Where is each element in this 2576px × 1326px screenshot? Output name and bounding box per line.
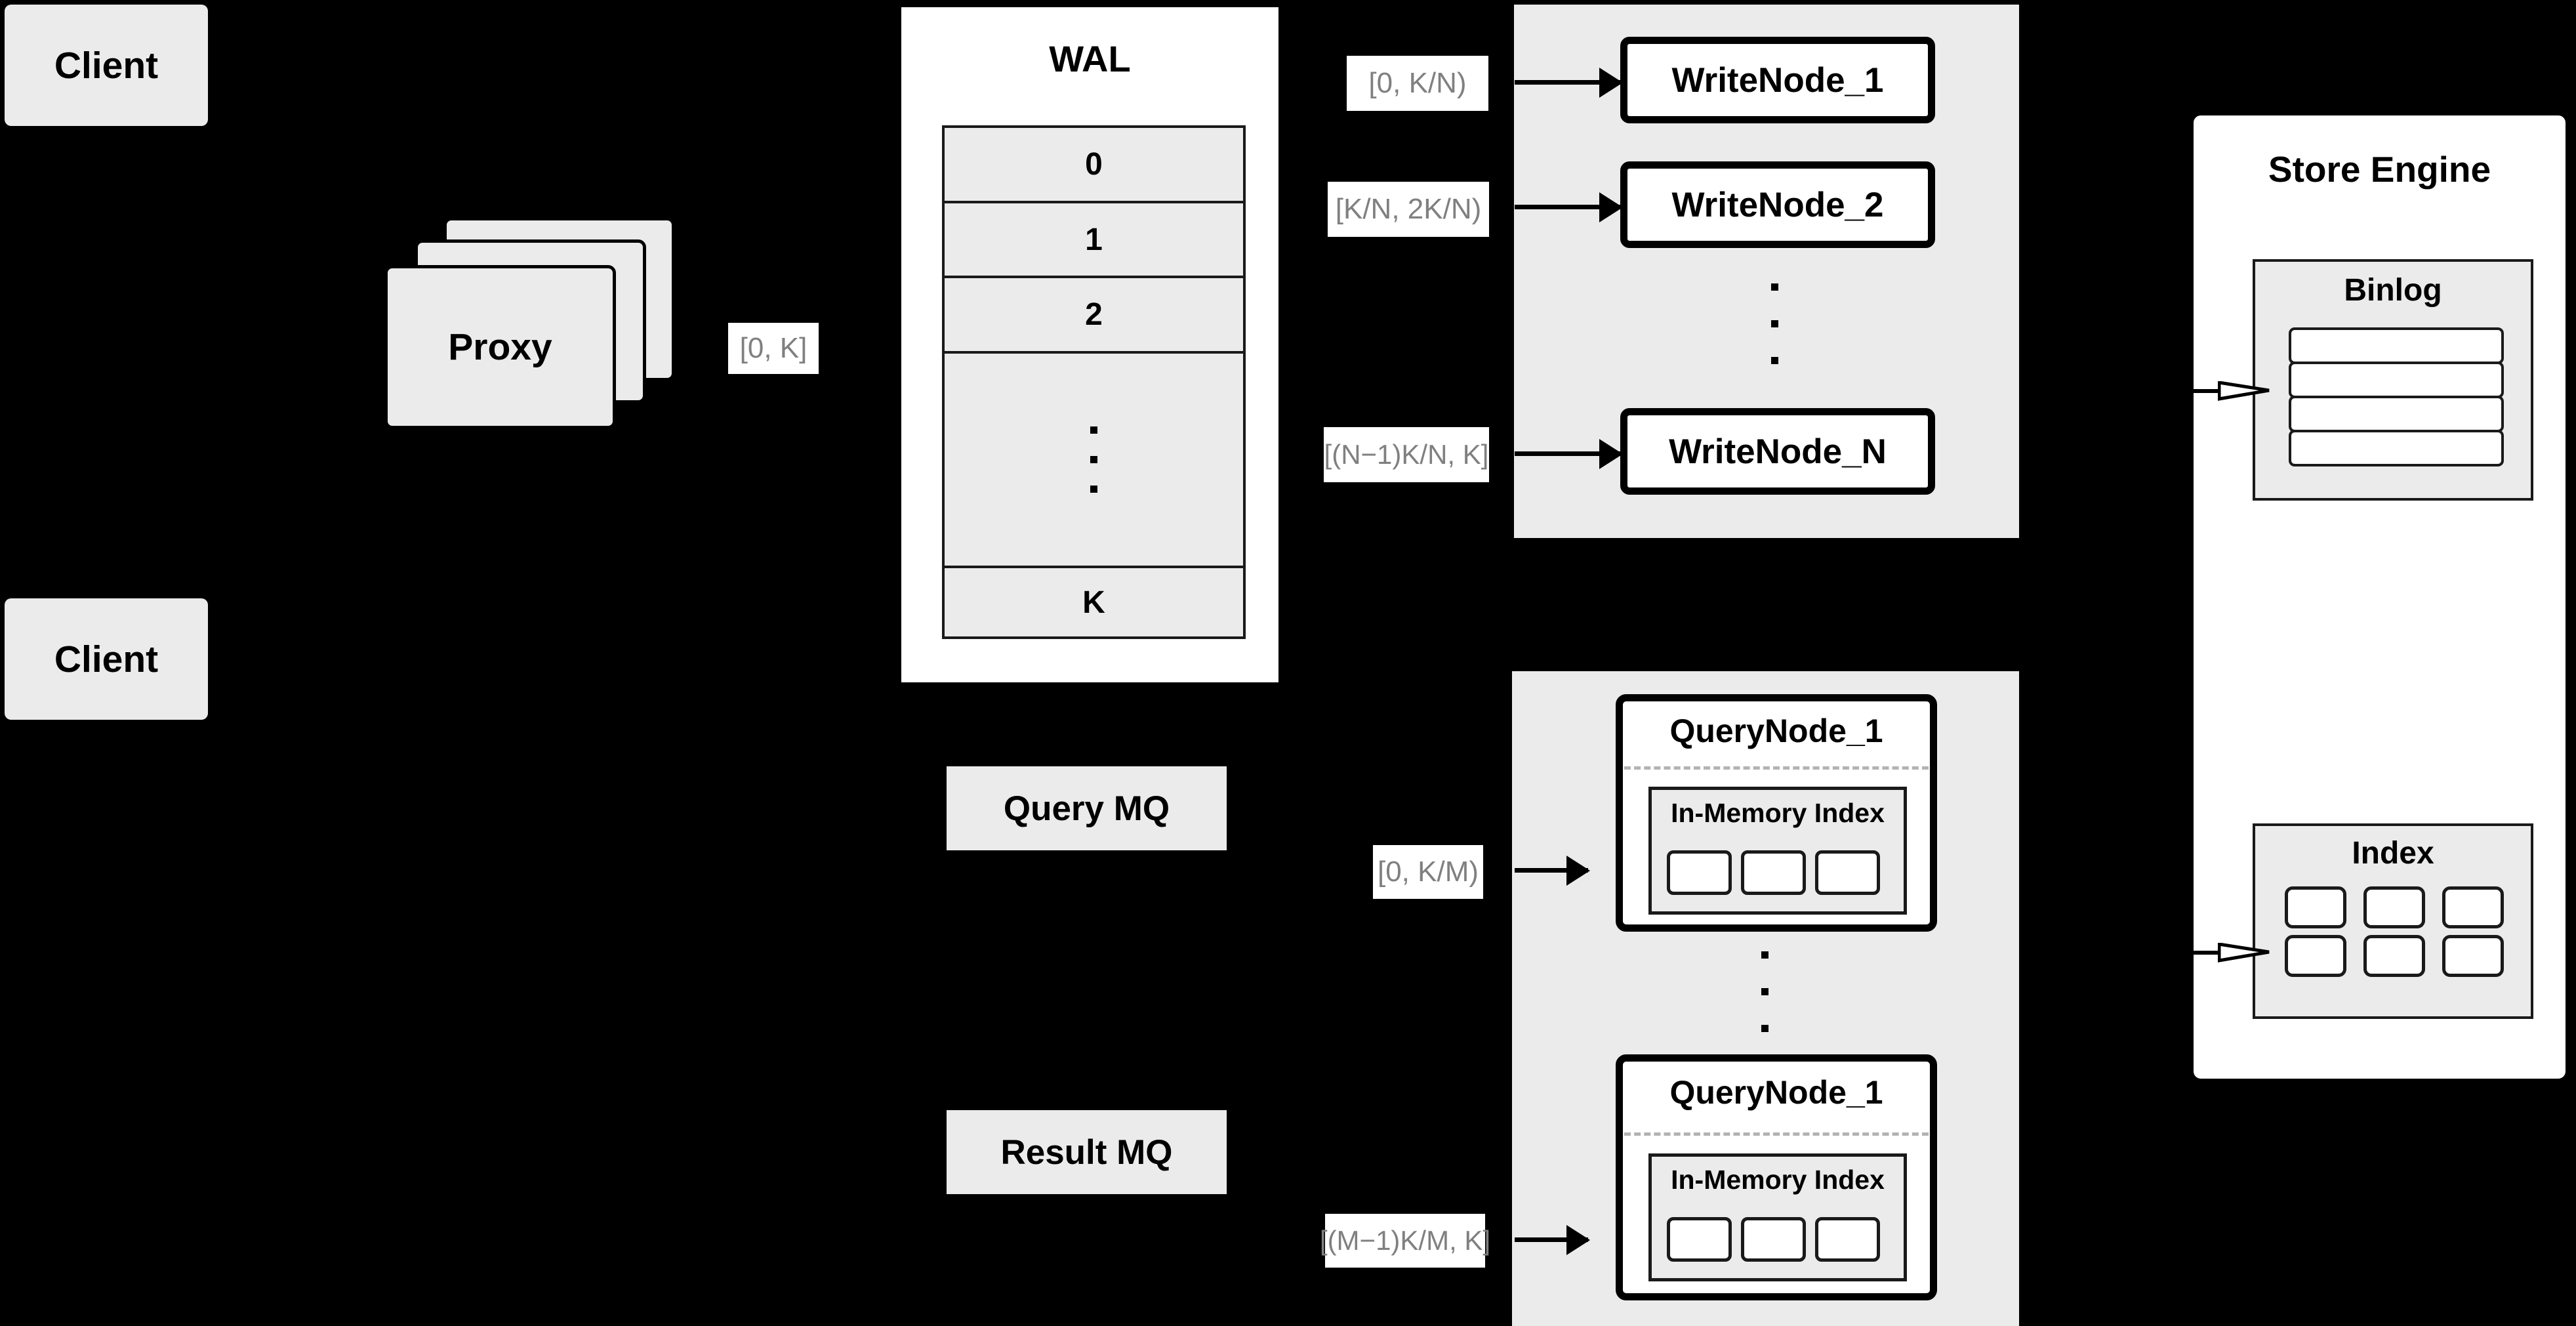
wal-row-k: K [945,568,1243,637]
wal-row-1: 1 [945,203,1243,279]
index-title: Index [2352,836,2434,871]
in-memory-index-title-1: In-Memory Index [1671,798,1885,828]
store-index-cell [2285,886,2346,928]
wal-row-value-1: 1 [1085,222,1103,257]
query-node-1-title: QueryNode_1 [1669,713,1883,749]
client-box-1[interactable]: Client [5,5,208,126]
store-engine-title: Store Engine [2268,149,2491,190]
store-index-cell [2285,935,2346,977]
index-cell [1667,1217,1732,1262]
arrow-line-write-2 [1515,205,1623,209]
ellipsis-dot [1090,426,1097,434]
wal-row-ellipsis [945,354,1243,569]
range-label-proxy-to-wal: [0, K] [728,323,819,374]
proxy-box[interactable]: Proxy [384,265,616,429]
range-label-query-node-1-text: [0, K/M) [1377,856,1479,888]
ellipsis-dot [1771,357,1778,364]
range-label-write-node-2-text: [K/N, 2K/N) [1335,193,1482,225]
arrow-head-write-n [1599,439,1623,469]
range-label-query-node-m: [(M−1)K/M, K] [1320,1214,1490,1268]
write-node-1[interactable]: WriteNode_1 [1620,37,1935,123]
wal-row-0: 0 [945,128,1243,203]
wal-row-value-k: K [1082,585,1105,620]
store-index-cell [2442,886,2504,928]
range-label-write-node-n: [(N−1)K/N, K] [1324,427,1489,482]
query-node-m[interactable]: QueryNode_1 In-Memory Index [1616,1054,1937,1300]
index-panel: Index [2253,823,2533,1019]
arrow-head-query-m [1566,1225,1590,1255]
result-mq-box[interactable]: Result MQ [947,1110,1227,1194]
arrow-head-write-2 [1599,192,1623,222]
range-label-write-node-n-text: [(N−1)K/N, K] [1324,439,1489,470]
ellipsis-dot [1771,320,1778,327]
wal-row-value-0: 0 [1085,146,1103,182]
write-group-ellipsis [1771,283,1778,364]
write-node-2[interactable]: WriteNode_2 [1620,161,1935,248]
open-arrow-head-icon [2218,943,2270,963]
query-node-1-separator [1624,766,1929,770]
client-box-2[interactable]: Client [5,598,208,720]
binlog-row [2289,362,2504,398]
ellipsis-dot [1090,456,1097,464]
store-index-cell [2442,935,2504,977]
query-node-1[interactable]: QueryNode_1 In-Memory Index [1616,694,1937,932]
ellipsis-dot [1771,283,1778,291]
ellipsis-dot [1761,988,1768,995]
wal-table: 0 1 2 K [942,125,1246,639]
store-index-cell [2363,935,2425,977]
wal-row-2: 2 [945,278,1243,354]
ellipsis-dot [1761,951,1768,959]
range-label-query-node-m-text: [(M−1)K/M, K] [1319,1225,1491,1256]
in-memory-index-panel-m: In-Memory Index [1648,1153,1907,1281]
arrow-head-query-1 [1566,856,1590,886]
write-node-2-label: WriteNode_2 [1671,185,1884,224]
result-mq-label: Result MQ [1000,1132,1173,1172]
index-cell [1815,1217,1880,1262]
query-mq-label: Query MQ [1003,789,1170,828]
proxy-label: Proxy [448,326,552,368]
open-arrow-head-icon [2218,381,2270,401]
in-memory-index-title-m: In-Memory Index [1671,1165,1885,1195]
binlog-row [2289,396,2504,432]
wal-panel: WAL 0 1 2 K [897,3,1282,686]
range-label-proxy-to-wal-text: [0, K] [739,332,808,364]
write-node-n[interactable]: WriteNode_N [1620,408,1935,495]
wal-title: WAL [1049,38,1131,79]
binlog-row [2289,430,2504,466]
range-label-write-node-1: [0, K/N) [1347,56,1488,111]
index-cell [1815,850,1880,895]
binlog-row [2289,327,2504,364]
store-engine-panel: Store Engine Binlog Index [2186,108,2573,1086]
query-group-ellipsis [1761,951,1768,1032]
in-memory-index-panel-1: In-Memory Index [1648,787,1907,915]
index-cell [1741,1217,1806,1262]
client-label-1: Client [54,44,159,87]
index-cell [1741,850,1806,895]
client-label-2: Client [54,638,159,680]
binlog-panel: Binlog [2253,259,2533,501]
arrow-head-write-1 [1599,68,1623,98]
write-node-n-label: WriteNode_N [1669,432,1887,471]
index-cell [1667,850,1732,895]
ellipsis-dot [1090,486,1097,493]
write-node-1-label: WriteNode_1 [1671,60,1884,100]
store-index-cell [2363,886,2425,928]
arrow-line-write-n [1515,451,1623,456]
range-label-query-node-1: [0, K/M) [1373,845,1483,899]
wal-row-value-2: 2 [1085,297,1103,333]
query-node-m-separator [1624,1132,1929,1136]
arrow-line-query-1 [1515,868,1588,873]
range-label-write-node-2: [K/N, 2K/N) [1328,182,1489,237]
arrow-line-query-m [1515,1237,1588,1242]
query-node-m-title: QueryNode_1 [1669,1074,1883,1111]
query-mq-box[interactable]: Query MQ [947,766,1227,850]
range-label-write-node-1-text: [0, K/N) [1368,67,1467,99]
ellipsis-dot [1761,1025,1768,1032]
binlog-title: Binlog [2344,273,2442,308]
arrow-line-write-1 [1515,80,1623,85]
